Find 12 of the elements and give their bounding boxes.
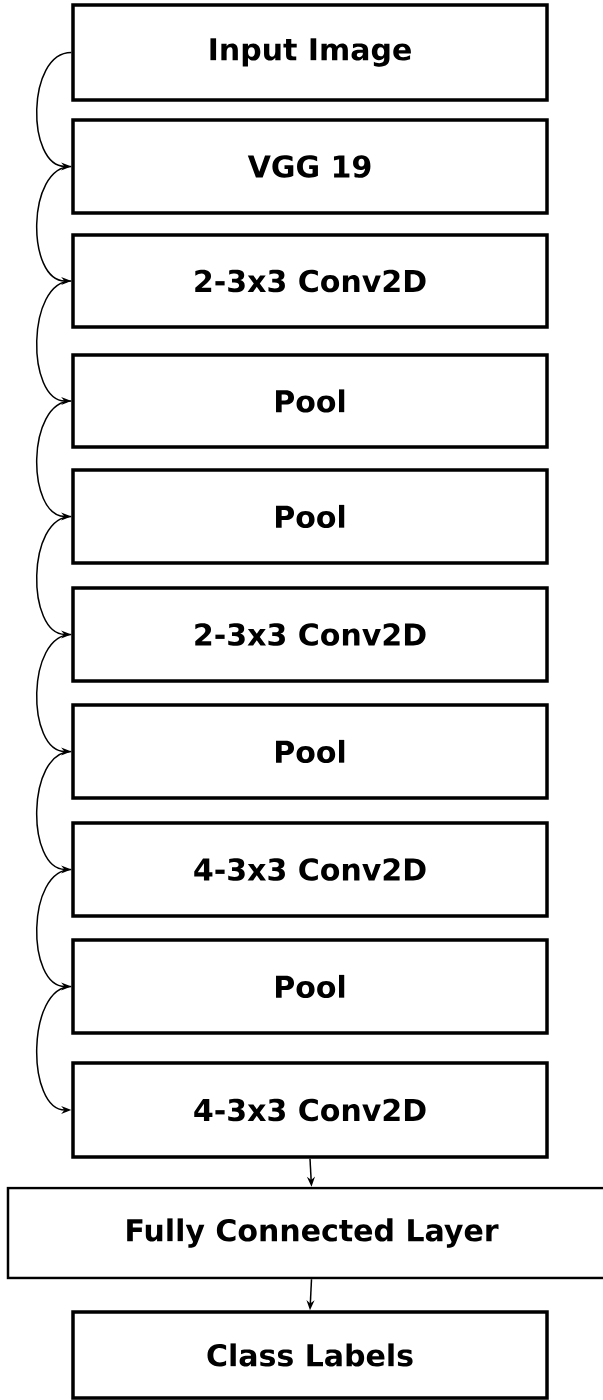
layer-box: Pool <box>71 703 549 800</box>
layer-box: Pool <box>71 353 549 449</box>
layer-box: 4-3x3 Conv2D <box>71 1061 549 1159</box>
layer-box: 4-3x3 Conv2D <box>71 821 549 918</box>
layer-box: Fully Connected Layer <box>6 1186 603 1280</box>
layer-box: Input Image <box>71 3 549 102</box>
layer-box: VGG 19 <box>71 118 549 215</box>
layer-box: Class Labels <box>71 1310 549 1400</box>
layer-box: Pool <box>71 938 549 1035</box>
layer-box: 2-3x3 Conv2D <box>71 586 549 683</box>
layer-box: Pool <box>71 468 549 565</box>
layer-box: 2-3x3 Conv2D <box>71 233 549 329</box>
